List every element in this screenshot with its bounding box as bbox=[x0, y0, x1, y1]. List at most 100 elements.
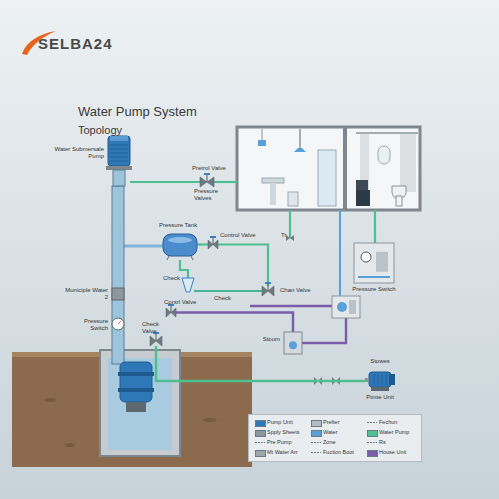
sink-stand bbox=[270, 183, 276, 205]
motor-fin bbox=[110, 153, 128, 154]
motor-body bbox=[369, 372, 391, 387]
legend-entry: Zone bbox=[311, 439, 363, 449]
device-body bbox=[284, 332, 302, 354]
water-pipe bbox=[289, 210, 291, 238]
motor-fin bbox=[378, 374, 379, 385]
node-shape bbox=[284, 332, 302, 354]
node-sublabel: Pimte Unit bbox=[355, 394, 405, 401]
pipe-tag: Tr bbox=[281, 232, 286, 238]
legend-entry: Fechun bbox=[367, 419, 419, 429]
legend-line-sample bbox=[311, 439, 321, 446]
legend-text: Fuction Boot bbox=[323, 449, 354, 455]
legend-entry: Prefter bbox=[311, 419, 363, 429]
legend-text: Zone bbox=[323, 439, 336, 445]
legend-entry: Mt Water Arr bbox=[255, 449, 307, 459]
shower-stall bbox=[318, 150, 336, 206]
legend-line-sample bbox=[367, 439, 377, 446]
legend-text: Rs bbox=[379, 439, 386, 445]
node-label: Pressure Switch bbox=[68, 318, 108, 332]
legend-swatch bbox=[367, 430, 378, 437]
legend-swatch bbox=[311, 420, 322, 427]
node-label: Water Submersale Pump bbox=[54, 146, 104, 160]
legend-entry: Fuction Boot bbox=[311, 449, 363, 459]
node-shape bbox=[208, 240, 218, 249]
well-pump bbox=[120, 362, 152, 402]
filter-gauge bbox=[337, 302, 347, 312]
legend-text: Fechun bbox=[379, 419, 397, 425]
pipe-connector bbox=[194, 290, 262, 292]
legend-line-sample bbox=[255, 439, 265, 446]
legend-entry: Pre Pump bbox=[255, 439, 307, 449]
legend-text: Prefter bbox=[323, 419, 340, 425]
motor-base bbox=[371, 387, 389, 391]
fitting-body bbox=[112, 288, 124, 300]
device-port bbox=[289, 341, 297, 349]
legend-entry: Spply Sheets bbox=[255, 429, 307, 439]
valve-symbol: Control Valve bbox=[208, 240, 218, 249]
node-label: Check Valve bbox=[142, 321, 172, 335]
valve-stem bbox=[268, 283, 269, 291]
legend-text: Spply Sheets bbox=[267, 429, 299, 435]
legend-text: Water bbox=[323, 429, 337, 435]
node-shape bbox=[163, 232, 197, 260]
node-shape bbox=[166, 308, 176, 317]
node-shape bbox=[112, 318, 124, 330]
legend-line bbox=[367, 422, 377, 423]
pipe-fitting: Municiple Water 2 bbox=[112, 288, 124, 300]
tank-leg bbox=[191, 256, 193, 260]
node-label: Contrl Valve bbox=[164, 299, 214, 306]
shower-pipe bbox=[299, 129, 301, 148]
soil-texture bbox=[203, 418, 217, 422]
soil-texture bbox=[44, 398, 56, 402]
pipe-connector bbox=[156, 346, 365, 381]
lamp-cord bbox=[262, 129, 263, 140]
legend-text: Water Pump bbox=[379, 429, 409, 435]
check-valve: Check bbox=[182, 278, 194, 292]
motor-cap bbox=[389, 374, 395, 385]
legend-entry: Pump Unit bbox=[255, 419, 307, 429]
legend-text: House Unit bbox=[379, 449, 406, 455]
curtain bbox=[400, 134, 416, 192]
drain-pipe bbox=[302, 318, 346, 343]
valve-tag: Check bbox=[214, 295, 231, 301]
valve-symbol: Contrl Valve bbox=[166, 308, 176, 317]
diagram-title: Water Pump System bbox=[78, 104, 197, 119]
house-outline bbox=[237, 127, 420, 210]
water-pipe bbox=[180, 260, 188, 278]
motor-fin bbox=[110, 145, 128, 146]
node-label: Control Valve bbox=[220, 232, 270, 239]
valve-symbol: Check Valve bbox=[150, 336, 162, 346]
motor-fin bbox=[110, 157, 128, 158]
legend-line bbox=[311, 452, 321, 453]
node-label: Chan Valve bbox=[280, 287, 330, 294]
motor-fin bbox=[110, 149, 128, 150]
legend-line-sample bbox=[367, 419, 377, 426]
riser-pipe bbox=[112, 186, 124, 364]
well-shaft bbox=[100, 350, 180, 456]
shower-head bbox=[294, 148, 306, 152]
motor-flange bbox=[106, 166, 132, 170]
filter-unit bbox=[332, 296, 360, 318]
valve-symbol: Pretrol ValvePressure Valves bbox=[200, 177, 214, 187]
mirror bbox=[378, 146, 390, 164]
node-label: Pretrol Valve bbox=[192, 165, 242, 172]
legend-box: Pump UnitSpply SheetsPre PumpMt Water Ar… bbox=[248, 414, 422, 462]
chair-back bbox=[356, 180, 368, 190]
legend-text: Pump Unit bbox=[267, 419, 293, 425]
toilet-base bbox=[396, 196, 402, 206]
node-shape bbox=[262, 286, 274, 296]
water-pipe bbox=[214, 181, 237, 183]
pressure-switch-box: Pressure Switch bbox=[354, 243, 394, 283]
node-label: Pressure Switch bbox=[344, 286, 404, 293]
supply-pipe bbox=[124, 245, 163, 248]
node-label: Pressure Tank bbox=[159, 222, 209, 229]
valve-symbol: Chan Valve bbox=[262, 286, 274, 296]
submersible-pump: Water Submersale Pump bbox=[108, 136, 130, 186]
brand-logo: SELBA24 bbox=[38, 35, 113, 52]
valve-handle bbox=[204, 173, 210, 175]
pipe-connector bbox=[197, 243, 208, 245]
gauge-dial bbox=[112, 318, 124, 330]
tank-body bbox=[163, 234, 197, 256]
valve-handle bbox=[265, 282, 271, 284]
valve-stem bbox=[213, 237, 214, 245]
